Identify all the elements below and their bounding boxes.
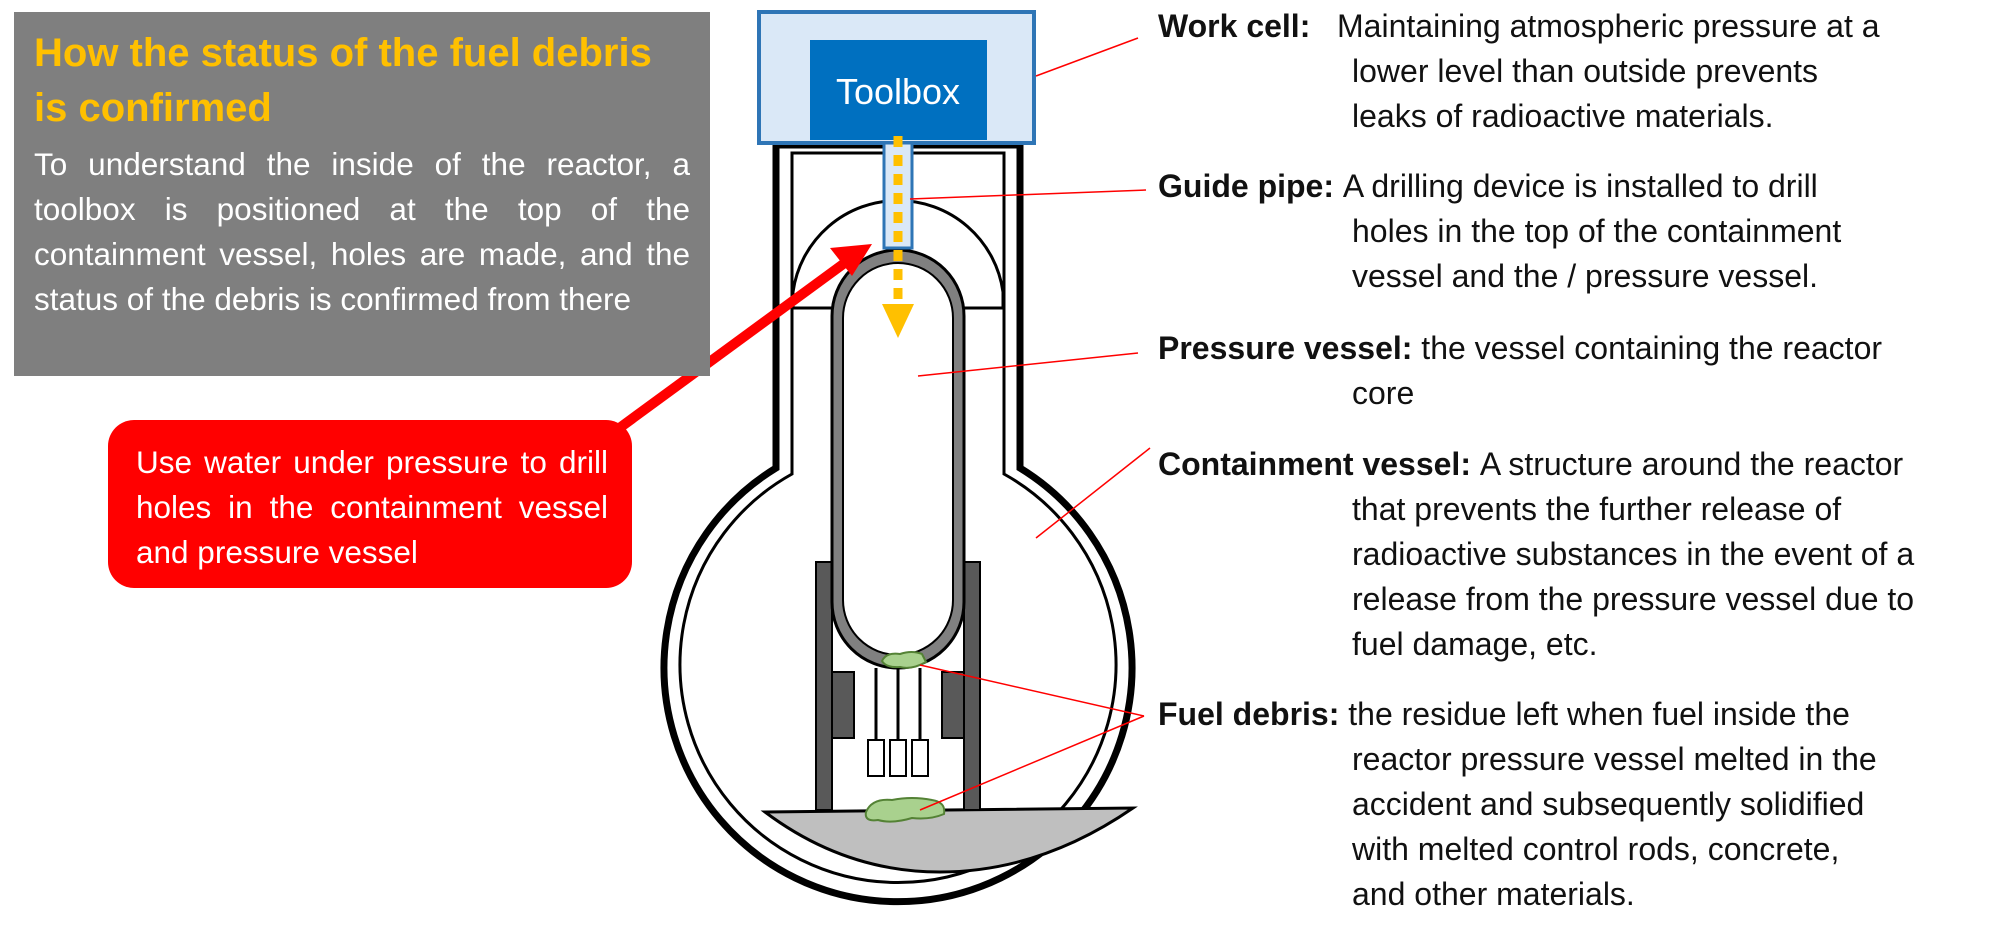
info-body: To understand the inside of the reactor,… <box>34 146 690 317</box>
term-pressure-vessel: Pressure vessel: <box>1158 330 1413 366</box>
leader-containment-vessel <box>1035 447 1151 539</box>
def-containment-vessel-line-3: radioactive substances in the event of a <box>1352 536 1915 572</box>
def-fuel-debris-line-3: accident and subsequently solidified <box>1352 786 1865 822</box>
def-fuel-debris-line-5: and other materials. <box>1352 876 1635 912</box>
containment-floor <box>760 806 1138 874</box>
def-containment-vessel-line-4: release from the pressure vessel due to <box>1352 581 1915 617</box>
support-block-right <box>941 671 965 739</box>
definition-work-cell: Work cell: Maintaining atmospheric press… <box>1158 4 1998 139</box>
term-guide-pipe: Guide pipe: <box>1158 168 1334 204</box>
definition-pressure-vessel: Pressure vessel: the vessel containing t… <box>1158 326 1998 416</box>
callout-arrow-shaft <box>611 257 849 437</box>
def-containment-vessel-line-1: A structure around the reactor <box>1479 446 1904 482</box>
leader-fuel-debris-floor <box>919 715 1145 811</box>
callout-arrowhead <box>830 244 872 276</box>
def-containment-vessel-line-2: that prevents the further release of <box>1352 491 1842 527</box>
def-guide-pipe-line-2: holes in the top of the containment <box>1352 213 1842 249</box>
leader-work-cell <box>1035 37 1139 77</box>
def-guide-pipe-line-3: vessel and the / pressure vessel. <box>1352 258 1819 294</box>
term-containment-vessel: Containment vessel: <box>1158 446 1471 482</box>
fuel-debris-floor <box>864 797 946 823</box>
def-fuel-debris-line-1: the residue left when fuel inside the <box>1348 696 1850 732</box>
leader-fuel-debris-upper <box>919 664 1145 717</box>
support-pillar-right <box>963 561 981 811</box>
definition-fuel-debris: Fuel debris: the residue left when fuel … <box>1158 692 1998 917</box>
info-title: How the status of the fuel debris is con… <box>34 31 652 130</box>
definition-containment-vessel: Containment vessel: A structure around t… <box>1158 442 1998 667</box>
definition-guide-pipe: Guide pipe: A drilling device is install… <box>1158 164 1998 299</box>
control-rod-drive-3 <box>911 739 929 777</box>
def-containment-vessel-line-5: fuel damage, etc. <box>1352 626 1598 662</box>
def-pressure-vessel-line-2: core <box>1352 375 1415 411</box>
def-work-cell-line-1: Maintaining atmospheric pressure at a <box>1337 8 1880 44</box>
def-guide-pipe-line-1: A drilling device is installed to drill <box>1342 168 1818 204</box>
def-fuel-debris-line-4: with melted control rods, concrete, <box>1352 831 1840 867</box>
def-pressure-vessel-line-1: the vessel containing the reactor <box>1421 330 1883 366</box>
info-panel: How the status of the fuel debris is con… <box>14 12 710 376</box>
term-work-cell: Work cell: <box>1158 8 1311 44</box>
support-pillar-left <box>815 561 833 811</box>
support-block-left <box>831 671 855 739</box>
leader-pressure-vessel <box>917 352 1139 377</box>
leader-guide-pipe <box>909 189 1147 200</box>
toolbox <box>810 40 987 140</box>
def-work-cell-line-3: leaks of radioactive materials. <box>1352 98 1774 134</box>
control-rod-drive-2 <box>889 739 907 777</box>
control-rod-drive-1 <box>867 739 885 777</box>
drilling-arrowhead <box>882 304 914 338</box>
def-fuel-debris-line-2: reactor pressure vessel melted in the <box>1352 741 1877 777</box>
drilling-callout: Use water under pressure to drill holes … <box>108 420 632 588</box>
fuel-debris-upper <box>880 651 928 669</box>
toolbox-label: Toolbox <box>836 71 960 112</box>
def-work-cell-line-2: lower level than outside prevents <box>1352 53 1819 89</box>
term-fuel-debris: Fuel debris: <box>1158 696 1340 732</box>
pressure-vessel-inner <box>842 262 954 656</box>
